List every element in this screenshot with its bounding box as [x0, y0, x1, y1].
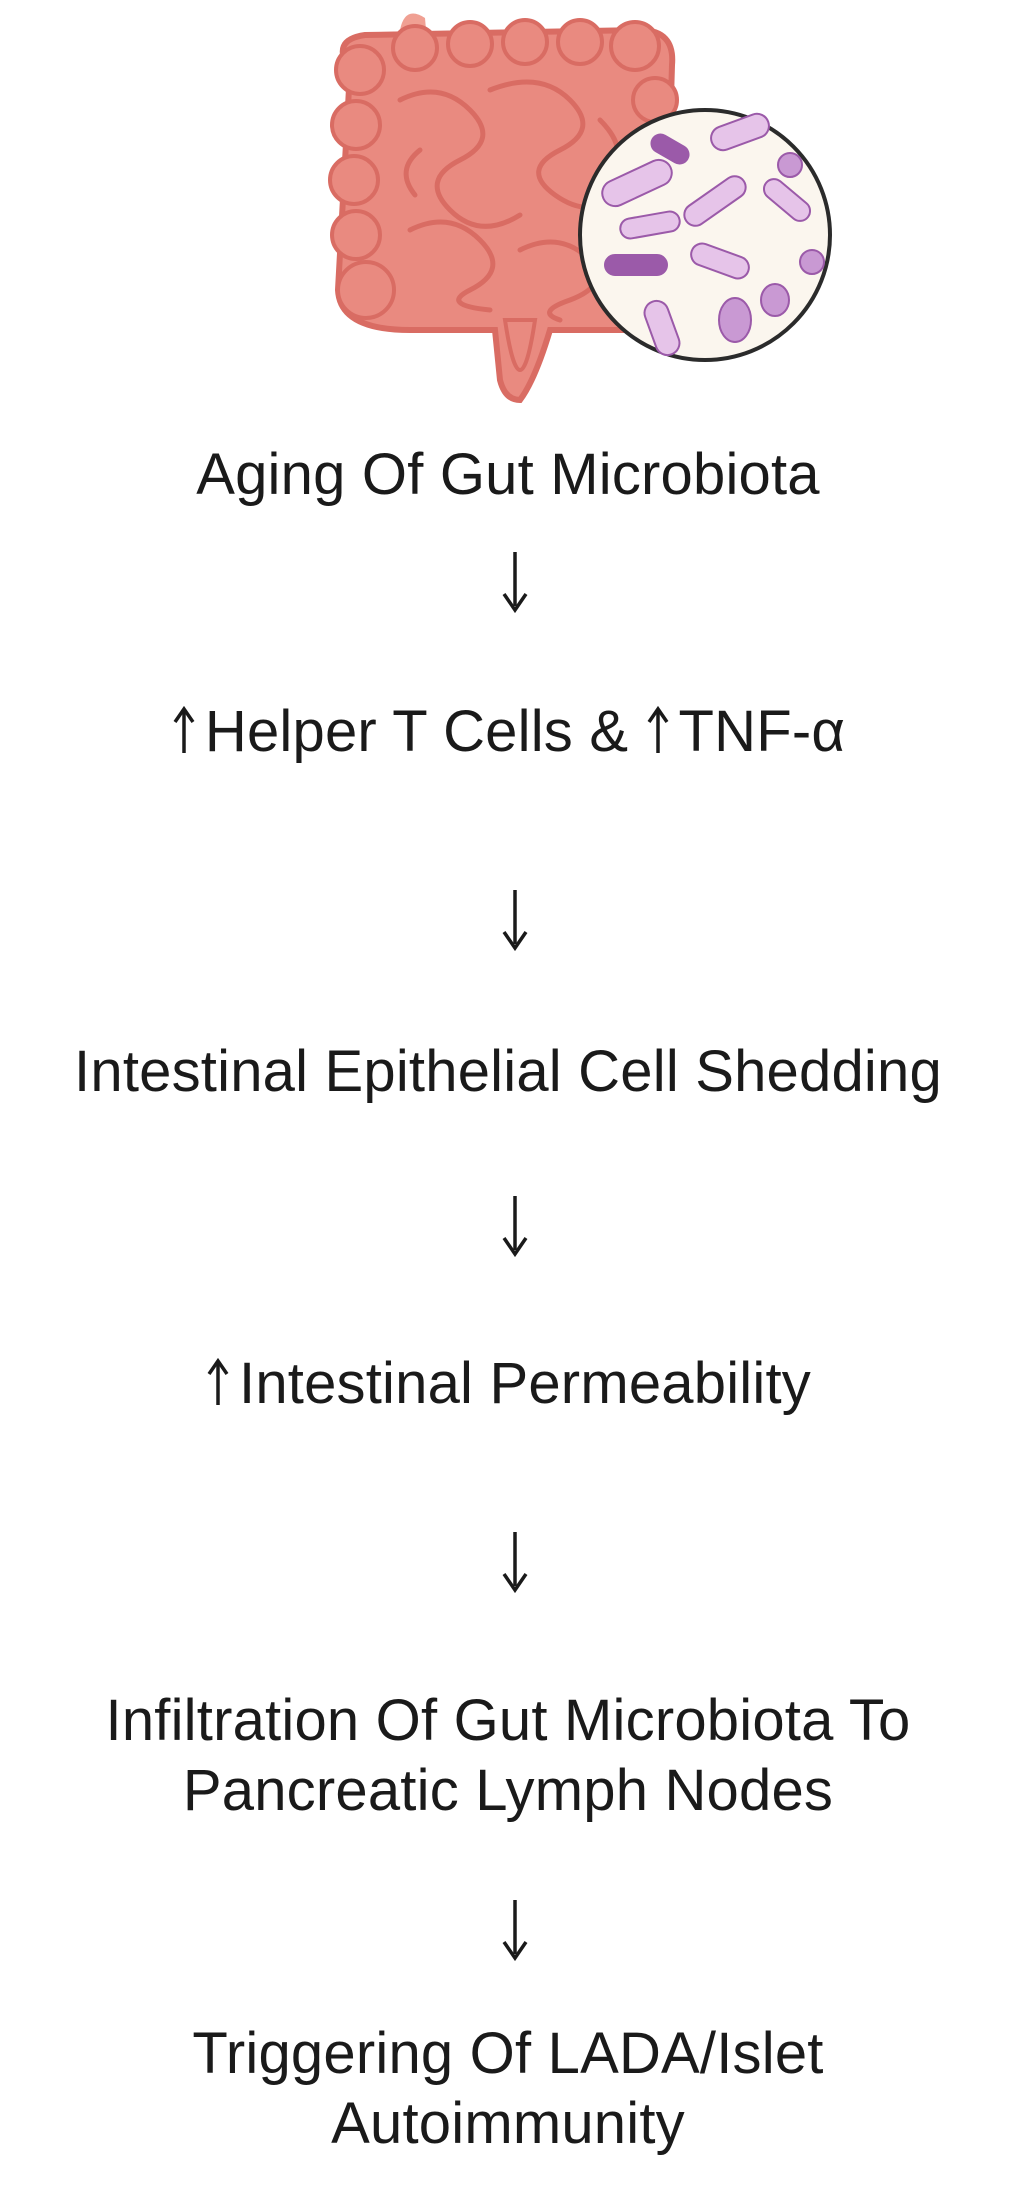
gut-microbiota-magnifier-icon: [578, 108, 832, 362]
step-infiltration-to-lymph-nodes: Infiltration Of Gut Microbiota To Pancre…: [0, 1686, 1016, 1826]
increase-arrow-icon: [173, 705, 195, 753]
arrow-down-2: [502, 890, 528, 952]
step-label-line-1: Infiltration Of Gut Microbiota To: [105, 1688, 911, 1753]
step-label-part-a: Helper T Cells &: [204, 699, 645, 764]
arrow-down-4: [502, 1532, 528, 1594]
step-label-line-2: Autoimmunity: [331, 2091, 685, 2156]
step-epithelial-cell-shedding: Intestinal Epithelial Cell Shedding: [0, 1037, 1016, 1107]
step-label: Aging Of Gut Microbiota: [196, 442, 820, 507]
step-aging-gut-microbiota: Aging Of Gut Microbiota: [0, 440, 1016, 510]
step-label-line-2: Pancreatic Lymph Nodes: [182, 1758, 834, 1823]
arrow-down-3: [502, 1196, 528, 1258]
arrow-down-5: [502, 1900, 528, 1962]
step-label-line-1: Triggering Of LADA/Islet: [192, 2021, 824, 2086]
step-helper-t-cells-tnf-alpha: Helper T Cells & TNF-α: [0, 697, 1016, 767]
step-intestinal-permeability: Intestinal Permeability: [0, 1349, 1016, 1419]
increase-arrow-icon: [647, 705, 668, 753]
step-lada-islet-autoimmunity: Triggering Of LADA/Islet Autoimmunity: [0, 2019, 1016, 2159]
step-label-part-b: TNF-α: [678, 699, 846, 764]
arrow-down-1: [502, 552, 528, 614]
step-label: Intestinal Epithelial Cell Shedding: [74, 1039, 942, 1104]
step-label: Intestinal Permeability: [239, 1351, 811, 1416]
gut-illustration: [328, 13, 832, 404]
increase-arrow-icon: [207, 1357, 229, 1405]
